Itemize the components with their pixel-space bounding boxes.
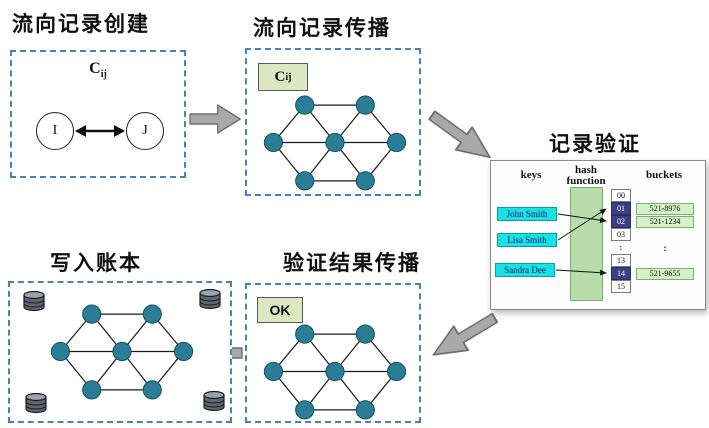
network-node xyxy=(386,132,407,153)
arrow-verify-to-result-icon xyxy=(424,305,503,369)
network-node xyxy=(355,95,375,115)
hash-header-line2: function xyxy=(566,175,606,187)
key-chip: Lisa Smith xyxy=(497,233,557,247)
ledger-database-bottom-left xyxy=(22,391,50,415)
buckets-header: buckets xyxy=(645,169,683,181)
bucket-row: 15 xyxy=(611,279,694,293)
network-node xyxy=(355,400,375,420)
title-verify: 记录验证 xyxy=(549,133,641,156)
network-node xyxy=(325,361,345,382)
network-graph xyxy=(263,95,407,191)
bucket-value: 521-9655 xyxy=(636,267,694,280)
record-label: Cij xyxy=(12,60,184,80)
bucket-row: 00 xyxy=(611,189,694,202)
record-badge-subscript: ij xyxy=(285,71,292,83)
ledger-network xyxy=(46,299,198,405)
bucket-index: 15 xyxy=(611,279,631,293)
network-graph xyxy=(50,304,194,400)
ok-badge: OK xyxy=(257,297,303,323)
hash-function-header: hash function xyxy=(563,165,609,187)
bucket-value: 521-8976 xyxy=(636,202,694,215)
network-node xyxy=(142,304,162,324)
network-node xyxy=(50,341,71,362)
network-node xyxy=(355,324,375,344)
result-box: OK xyxy=(245,283,421,423)
result-network xyxy=(259,319,411,425)
network-graph xyxy=(263,324,407,420)
bucket-row: 03 xyxy=(611,227,694,241)
database-icon xyxy=(203,390,225,412)
database-icon xyxy=(23,290,45,312)
record-label-base: C xyxy=(89,60,101,77)
network-node xyxy=(82,304,102,324)
database-icon xyxy=(25,392,47,414)
bucket-index: 00 xyxy=(611,189,631,202)
key-chip: Sandra Dee xyxy=(495,263,555,277)
network-node xyxy=(295,400,315,420)
bucket-row: 13 xyxy=(611,253,694,267)
ledger-database-top-left xyxy=(20,289,48,313)
bucket-index-ellipsis: : xyxy=(619,243,623,252)
bucket-index: 13 xyxy=(611,253,631,267)
network-node xyxy=(112,341,132,362)
network-node xyxy=(263,361,284,382)
bucket-row: 14 521-9655 xyxy=(611,266,694,280)
database-icon xyxy=(199,288,221,310)
node-j: J xyxy=(126,112,164,150)
node-i: I xyxy=(36,112,74,150)
ledger-box xyxy=(8,281,232,423)
key-chip: John Smith xyxy=(497,207,557,221)
bucket-row: 01 521-8976 xyxy=(611,201,694,215)
hash-table-panel: keys hash function buckets John Smith Li… xyxy=(490,160,706,310)
hash-header-line1: hash xyxy=(574,164,598,176)
network-node xyxy=(142,380,162,400)
network-node xyxy=(386,361,407,382)
propagate-network xyxy=(259,90,411,196)
bucket-index: 01 xyxy=(611,201,631,215)
node-i-label: I xyxy=(52,123,58,138)
bucket-index: 14 xyxy=(611,266,631,280)
title-create: 流向记录创建 xyxy=(12,13,150,36)
bucket-value-ellipsis: : xyxy=(663,242,667,253)
bucket-row: 02 521-1234 xyxy=(611,214,694,228)
record-label-subscript: ij xyxy=(100,69,107,81)
network-node xyxy=(295,171,315,191)
bucket-row-ellipsis: :: xyxy=(611,241,694,254)
bucket-index: 02 xyxy=(611,214,631,228)
network-node xyxy=(295,324,315,344)
hash-function-bar xyxy=(570,187,603,301)
title-ledger: 写入账本 xyxy=(50,252,142,275)
bucket-value: 521-1234 xyxy=(636,215,694,228)
title-result: 验证结果传播 xyxy=(283,252,421,275)
network-node xyxy=(355,171,375,191)
keys-header: keys xyxy=(520,169,542,181)
create-box: Cij I J xyxy=(10,50,186,178)
ledger-database-top-right xyxy=(196,287,224,311)
network-node xyxy=(325,132,345,153)
record-badge-base: C xyxy=(274,68,286,85)
network-node xyxy=(295,95,315,115)
ledger-database-bottom-right xyxy=(200,389,228,413)
bucket-index: 03 xyxy=(611,227,631,241)
network-node xyxy=(263,132,284,153)
node-j-label: J xyxy=(142,123,148,138)
arrow-propagate-to-verify-icon xyxy=(423,103,501,171)
network-node xyxy=(173,341,194,362)
title-propagate: 流向记录传播 xyxy=(253,17,391,40)
arrow-create-to-propagate-icon xyxy=(189,104,242,134)
double-arrow-icon xyxy=(75,125,125,137)
network-node xyxy=(82,380,102,400)
bucket-list: 00 01 521-8976 02 521-1234 03 :: 13 14 521-… xyxy=(611,189,694,293)
